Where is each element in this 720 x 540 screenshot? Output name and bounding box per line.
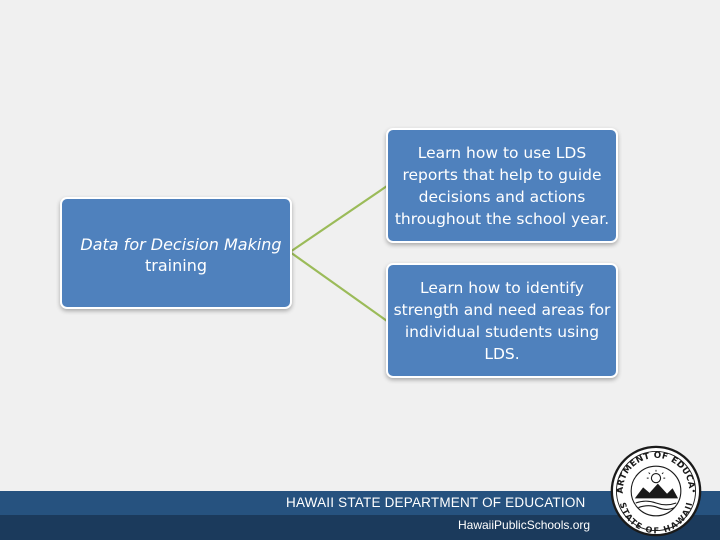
root-node-subtitle: training [145,256,207,275]
department-seal-logo: DEPARTMENT OF EDUCATION STATE OF HAWAII [610,445,702,537]
footer-band-bottom [0,515,720,540]
root-node-title: Data for Decision Making [80,235,282,254]
footer-title: HAWAII STATE DEPARTMENT OF EDUCATION [286,495,586,510]
seal-sun-icon [650,472,662,484]
child-node-text: Learn how to identify strength and need … [393,278,611,363]
child-node-text: Learn how to use LDS reports that help t… [394,143,610,228]
root-node: Data for Decision Making training [60,197,292,309]
footer-band-top [0,491,720,515]
connector-line-bottom [289,251,388,322]
connector-line-top [289,185,388,253]
footer-url: HawaiiPublicSchools.org [458,518,591,532]
seal-mountain-icon [634,483,679,499]
child-node-reports: Learn how to use LDS reports that help t… [386,128,618,243]
child-node-strengths: Learn how to identify strength and need … [386,263,618,378]
